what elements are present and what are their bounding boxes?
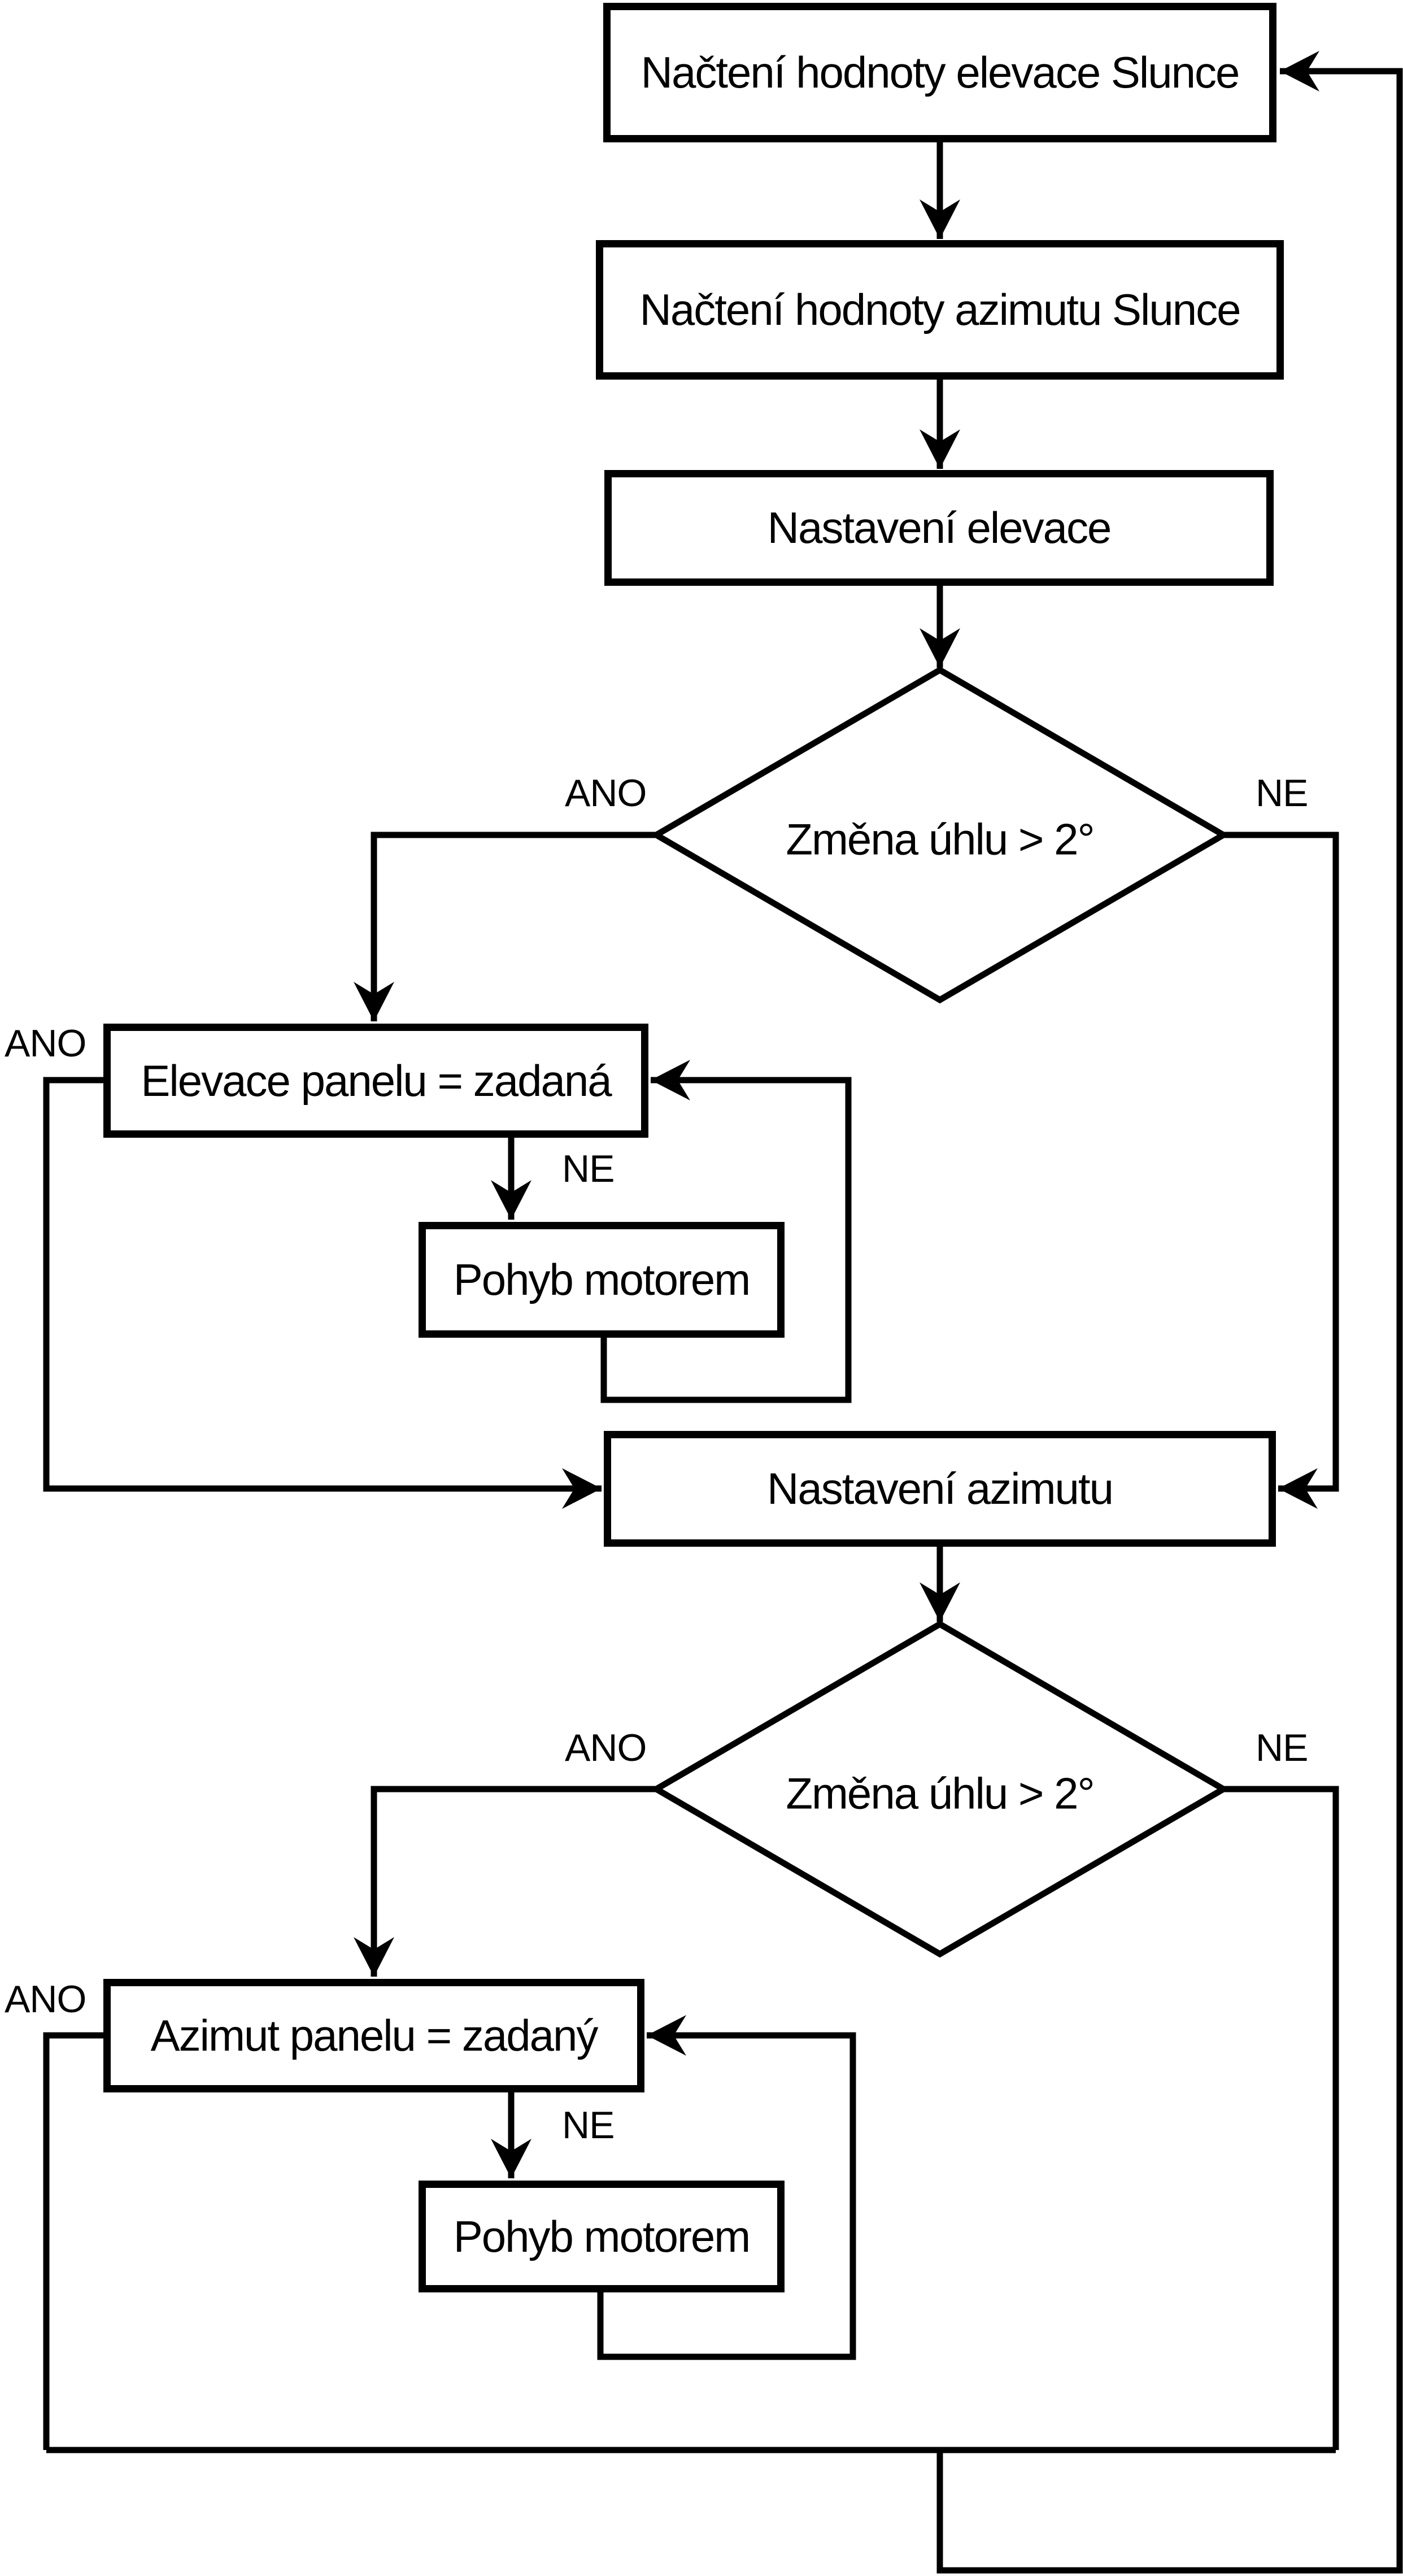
edge-return-to-start — [936, 51, 1403, 2574]
process-read-sun-elevation-label: Načtení hodnoty elevace Slunce — [640, 47, 1240, 97]
decision-azimuth-diamond — [650, 1620, 1230, 1958]
process-azimuth-equals-target-label: Azimut panelu = zadaný — [150, 2011, 599, 2060]
process-read-sun-azimuth-label: Načtení hodnoty azimutu Slunce — [639, 285, 1241, 334]
process-set-azimuth: Nastavení azimutu — [604, 1431, 1276, 1547]
process-motor-move-azimuth: Pohyb motorem — [419, 2181, 785, 2292]
branch-label-decision2-ne: NE — [1256, 1726, 1308, 1769]
process-read-sun-elevation: Načtení hodnoty elevace Slunce — [603, 3, 1276, 142]
edge-motor2-loop-back — [597, 2015, 856, 2360]
decision-elevation-diamond — [650, 666, 1230, 1004]
edge-decision1-ne — [1223, 832, 1339, 1509]
process-set-azimuth-label: Nastavení azimutu — [767, 1464, 1114, 1513]
process-motor-move-elevation: Pohyb motorem — [419, 1222, 785, 1338]
process-read-sun-azimuth: Načtení hodnoty azimutu Slunce — [596, 240, 1284, 380]
process-azimuth-equals-target: Azimut panelu = zadaný — [103, 1979, 644, 2092]
branch-label-elevation-ne: NE — [562, 1147, 615, 1190]
edge-decision2-ano — [354, 1786, 656, 1977]
branch-label-azimuth-ne: NE — [562, 2104, 615, 2147]
process-set-elevation: Nastavení elevace — [604, 470, 1274, 586]
process-elevation-equals-target-label: Elevace panelu = zadaná — [141, 1055, 612, 1106]
decision-elevation-label: Změna úhlu > 2° — [786, 814, 1095, 864]
edge-decision1-ano — [354, 832, 656, 1021]
process-motor-move-elevation-label: Pohyb motorem — [453, 1255, 751, 1304]
branch-label-decision1-ne: NE — [1256, 772, 1308, 815]
edge-motor1-loop-back — [600, 1060, 852, 1403]
edge-decision2-ne — [1223, 1786, 1339, 2450]
branch-label-azimuth-ano: ANO — [5, 1978, 86, 2021]
edge-azim-eq-ano-down — [43, 2032, 103, 2450]
branch-label-decision2-ano: ANO — [565, 1726, 647, 1769]
process-motor-move-azimuth-label: Pohyb motorem — [453, 2211, 751, 2261]
branch-label-decision1-ano: ANO — [565, 772, 647, 815]
process-elevation-equals-target: Elevace panelu = zadaná — [103, 1024, 648, 1138]
decision-azimuth-label: Změna úhlu > 2° — [786, 1768, 1095, 1818]
branch-label-elevation-ano: ANO — [5, 1022, 86, 1065]
edge-elev-eq-ano-to-set-azim — [43, 1077, 602, 1509]
process-set-elevation-label: Nastavení elevace — [767, 503, 1112, 552]
